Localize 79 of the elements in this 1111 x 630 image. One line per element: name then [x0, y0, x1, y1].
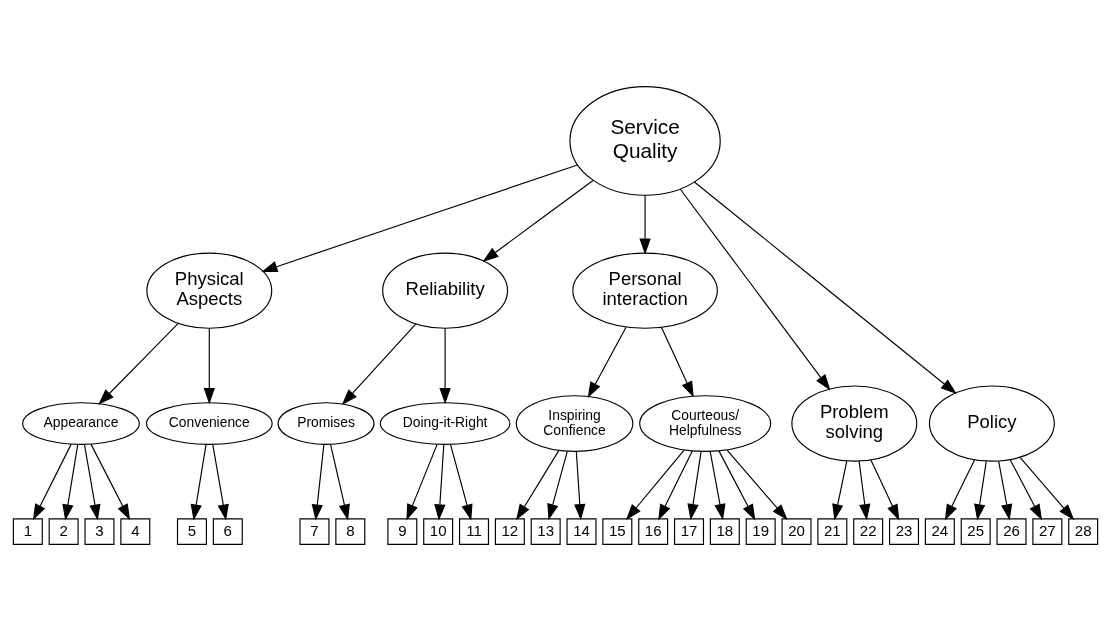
node-box: 2 [48, 517, 79, 545]
arrow [212, 443, 229, 521]
arrow [83, 443, 101, 521]
node-box: 7 [299, 517, 330, 545]
arrow [658, 449, 693, 520]
arrow [406, 443, 438, 520]
node-box: 25 [960, 517, 991, 545]
arrow [858, 460, 871, 520]
arrow [660, 326, 694, 397]
arrow [625, 449, 685, 520]
node-box: 26 [996, 517, 1027, 545]
arrow [32, 443, 72, 520]
node-box: 23 [889, 517, 920, 545]
arrow [974, 460, 987, 520]
arrow [98, 322, 179, 405]
arrow [1009, 458, 1043, 520]
arrow [482, 179, 594, 262]
node-box: 24 [924, 517, 955, 545]
node-ellipse: Reliability [382, 252, 509, 329]
node-ellipse: Doing-it-Right [379, 401, 511, 445]
node-ellipse: Promises [277, 401, 375, 445]
arrow [1019, 456, 1075, 520]
arrow [587, 326, 627, 398]
arrow [726, 449, 788, 520]
arrow [62, 443, 79, 521]
node-box: 4 [120, 517, 151, 545]
arrow [679, 187, 831, 390]
node-box: 16 [638, 517, 669, 545]
arrow [190, 443, 207, 521]
node-box: 5 [176, 517, 207, 545]
node-ellipse: Convenience [145, 401, 273, 445]
node-ellipse: Personal interaction [572, 252, 718, 329]
arrow [203, 327, 215, 404]
node-box: 1 [12, 517, 43, 545]
node-ellipse: Appearance [22, 401, 140, 445]
arrow [832, 460, 848, 520]
node-box: 20 [781, 517, 812, 545]
node-ellipse: Inspiring Confience [515, 394, 634, 452]
arrow [547, 450, 568, 520]
node-box: 18 [709, 517, 740, 545]
node-ellipse: Problem solving [791, 384, 918, 462]
node-box: 28 [1068, 517, 1099, 545]
arrow [311, 443, 325, 521]
node-box: 14 [566, 517, 597, 545]
node-box: 10 [423, 517, 454, 545]
arrow [693, 180, 957, 394]
node-box: 15 [602, 517, 633, 545]
arrow [261, 163, 579, 272]
arrow [944, 458, 976, 520]
arrow [998, 460, 1013, 520]
arrow [687, 450, 702, 520]
arrow [330, 443, 350, 521]
node-box: 11 [459, 517, 490, 545]
arrow [434, 443, 446, 521]
node-box: 27 [1032, 517, 1063, 545]
node-ellipse: Courteous/ Helpfulness [639, 394, 772, 452]
node-box: 17 [673, 517, 705, 545]
arrow [90, 443, 131, 520]
node-box: 19 [745, 517, 776, 545]
arrow [439, 327, 451, 404]
arrow [516, 449, 560, 520]
arrow [341, 323, 417, 405]
node-box: 9 [387, 517, 418, 545]
node-ellipse: Physical Aspects [146, 252, 273, 329]
node-box: 8 [335, 517, 366, 545]
node-box: 13 [530, 517, 561, 545]
node-box: 3 [84, 517, 115, 545]
node-ellipse: Policy [928, 384, 1055, 462]
node-box: 22 [853, 517, 884, 545]
node-box: 12 [494, 517, 525, 545]
arrow [574, 450, 586, 520]
arrow [449, 443, 473, 521]
node-box: 6 [212, 517, 243, 545]
arrow [639, 194, 651, 255]
node-box: 21 [817, 517, 848, 545]
arrow [718, 449, 756, 520]
arrow [870, 458, 900, 520]
arrow [709, 450, 726, 520]
node-ellipse: Service Quality [569, 85, 721, 196]
